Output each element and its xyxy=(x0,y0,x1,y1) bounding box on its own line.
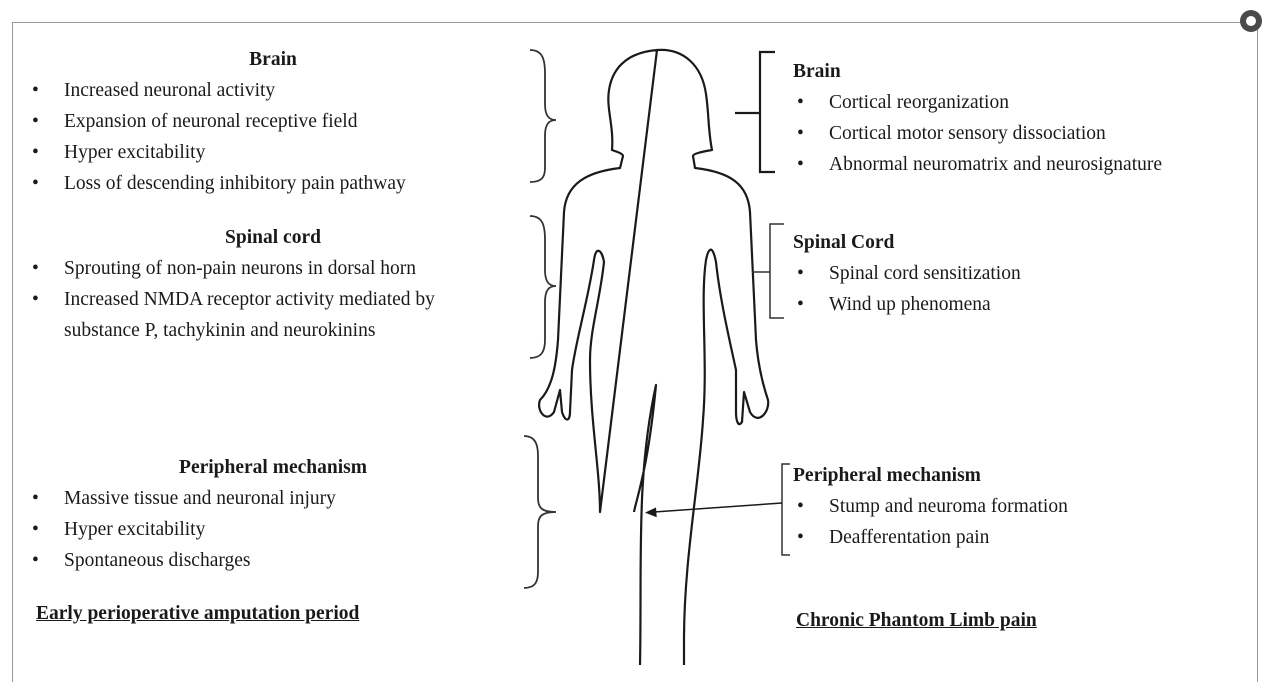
list-item: Hyper excitability xyxy=(28,137,518,168)
left-brain-heading: Brain xyxy=(28,44,518,75)
left-spinal-list: Sprouting of non-pain neurons in dorsal … xyxy=(28,253,518,315)
right-peripheral-list: Stump and neuroma formation Deafferentat… xyxy=(793,491,1068,553)
list-item: Cortical reorganization xyxy=(793,87,1162,118)
bracket-right-spinal xyxy=(752,224,784,318)
left-peripheral-list: Massive tissue and neuronal injury Hyper… xyxy=(28,483,518,576)
left-brain-section: Brain Increased neuronal activity Expans… xyxy=(28,44,518,199)
list-item: Hyper excitability xyxy=(28,514,518,545)
list-item: Spinal cord sensitization xyxy=(793,258,1021,289)
list-item: Wind up phenomena xyxy=(793,289,1021,320)
list-item: Increased NMDA receptor activity mediate… xyxy=(28,284,518,315)
stump-arrow xyxy=(654,503,782,512)
list-item: Massive tissue and neuronal injury xyxy=(28,483,518,514)
left-brain-list: Increased neuronal activity Expansion of… xyxy=(28,75,518,199)
list-item: Abnormal neuromatrix and neurosignature xyxy=(793,149,1162,180)
brace-left-spinal xyxy=(530,216,556,358)
bracket-right-peripheral xyxy=(782,464,790,555)
left-peripheral-section: Peripheral mechanism Massive tissue and … xyxy=(28,452,518,576)
right-footer-label: Chronic Phantom Limb pain xyxy=(796,605,1037,636)
right-brain-section: Brain Cortical reorganization Cortical m… xyxy=(793,56,1162,180)
list-item: Spontaneous discharges xyxy=(28,545,518,576)
right-spinal-list: Spinal cord sensitization Wind up phenom… xyxy=(793,258,1021,320)
right-brain-list: Cortical reorganization Cortical motor s… xyxy=(793,87,1162,180)
list-item: Loss of descending inhibitory pain pathw… xyxy=(28,168,518,199)
bracket-right-brain xyxy=(735,52,775,172)
stump-arrow-head xyxy=(645,508,657,518)
list-item: Deafferentation pain xyxy=(793,522,1068,553)
left-spinal-heading: Spinal cord xyxy=(28,222,518,253)
right-peripheral-heading: Peripheral mechanism xyxy=(793,460,1068,491)
right-spinal-heading: Spinal Cord xyxy=(793,227,1021,258)
brace-left-brain xyxy=(530,50,556,182)
list-item: Increased neuronal activity xyxy=(28,75,518,106)
brace-left-peripheral xyxy=(524,436,556,588)
left-spinal-section: Spinal cord Sprouting of non-pain neuron… xyxy=(28,222,518,346)
list-item-continuation: substance P, tachykinin and neurokinins xyxy=(28,315,518,346)
right-spinal-section: Spinal Cord Spinal cord sensitization Wi… xyxy=(793,227,1021,320)
body-silhouette xyxy=(539,50,768,665)
list-item: Cortical motor sensory dissociation xyxy=(793,118,1162,149)
left-peripheral-heading: Peripheral mechanism xyxy=(28,452,518,483)
list-item: Stump and neuroma formation xyxy=(793,491,1068,522)
list-item: Expansion of neuronal receptive field xyxy=(28,106,518,137)
right-peripheral-section: Peripheral mechanism Stump and neuroma f… xyxy=(793,460,1068,553)
left-footer-label: Early perioperative amputation period xyxy=(36,598,359,629)
right-brain-heading: Brain xyxy=(793,56,1162,87)
list-item: Sprouting of non-pain neurons in dorsal … xyxy=(28,253,518,284)
